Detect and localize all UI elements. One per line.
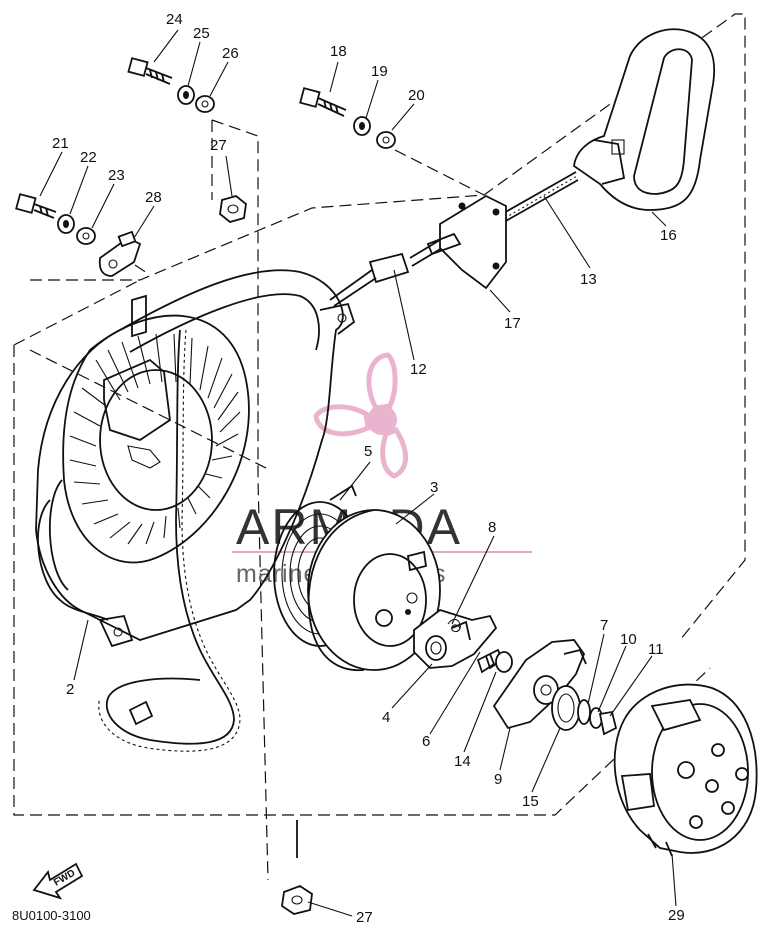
washer-22-icon — [57, 214, 75, 234]
callout-9: 9 — [494, 771, 502, 788]
callout-25: 25 — [193, 25, 210, 42]
callout-18: 18 — [330, 43, 347, 60]
washer-23-icon — [76, 227, 96, 245]
callout-14: 14 — [454, 753, 471, 770]
washer-7 — [577, 699, 591, 725]
assembly-dashed-outlines — [13, 13, 746, 881]
callout-23: 23 — [108, 167, 125, 184]
callout-6: 6 — [422, 733, 430, 750]
callout-5: 5 — [364, 443, 372, 460]
callout-16: 16 — [660, 227, 677, 244]
callout-24: 24 — [166, 11, 183, 28]
washer-20-icon — [376, 131, 396, 149]
callout-29: 29 — [668, 907, 685, 924]
callout-27-top: 27 — [210, 137, 227, 154]
callout-21: 21 — [52, 135, 69, 152]
callout-12: 12 — [410, 361, 427, 378]
callout-28: 28 — [145, 189, 162, 206]
starter-case-2 — [35, 269, 356, 648]
callout-19: 19 — [371, 63, 388, 80]
spring-15 — [551, 685, 581, 731]
callout-10: 10 — [620, 631, 637, 648]
callout-26: 26 — [222, 45, 239, 62]
callout-4: 4 — [382, 709, 390, 726]
callout-2: 2 — [66, 681, 74, 698]
callout-labels: 24 25 26 18 19 20 21 22 23 27 28 16 13 1… — [52, 11, 685, 926]
leader-lines — [39, 29, 677, 917]
bolt-21-icon — [15, 193, 57, 219]
callout-15: 15 — [522, 793, 539, 810]
spring-14 — [476, 648, 513, 674]
fin-ribs — [62, 314, 250, 564]
nut-27-bottom-icon — [281, 884, 313, 915]
callout-20: 20 — [408, 87, 425, 104]
bracket-28-icon — [98, 230, 142, 277]
propeller-logo — [313, 352, 408, 479]
callout-13: 13 — [580, 271, 597, 288]
callout-27-bottom: 27 — [356, 909, 373, 926]
bolt-18-icon — [299, 87, 347, 117]
washer-26-icon — [195, 95, 215, 113]
pulley-cover-29 — [613, 683, 758, 857]
callout-22: 22 — [80, 149, 97, 166]
washer-19-icon — [353, 116, 371, 136]
rope-13 — [409, 171, 579, 267]
callout-17: 17 — [504, 315, 521, 332]
reel-3 — [307, 509, 441, 672]
rope-guide-12 — [329, 252, 410, 307]
bolt-24-icon — [127, 57, 173, 85]
callout-7: 7 — [600, 617, 608, 634]
starter-handle-16 — [573, 28, 716, 211]
ratchet-4 — [413, 609, 498, 669]
starter-rope — [98, 329, 241, 752]
callout-3: 3 — [430, 479, 438, 496]
callout-11: 11 — [648, 641, 664, 658]
washer-25-icon — [177, 85, 195, 105]
rope-bracket-17 — [426, 194, 507, 290]
bolt-11 — [598, 710, 618, 736]
drawing-code: 8U0100-3100 — [12, 908, 91, 923]
friction-plate-9 — [492, 639, 587, 730]
fwd-arrow-icon: FWD — [32, 862, 84, 900]
callout-8: 8 — [488, 519, 496, 536]
nut-27-top-icon — [219, 195, 247, 223]
